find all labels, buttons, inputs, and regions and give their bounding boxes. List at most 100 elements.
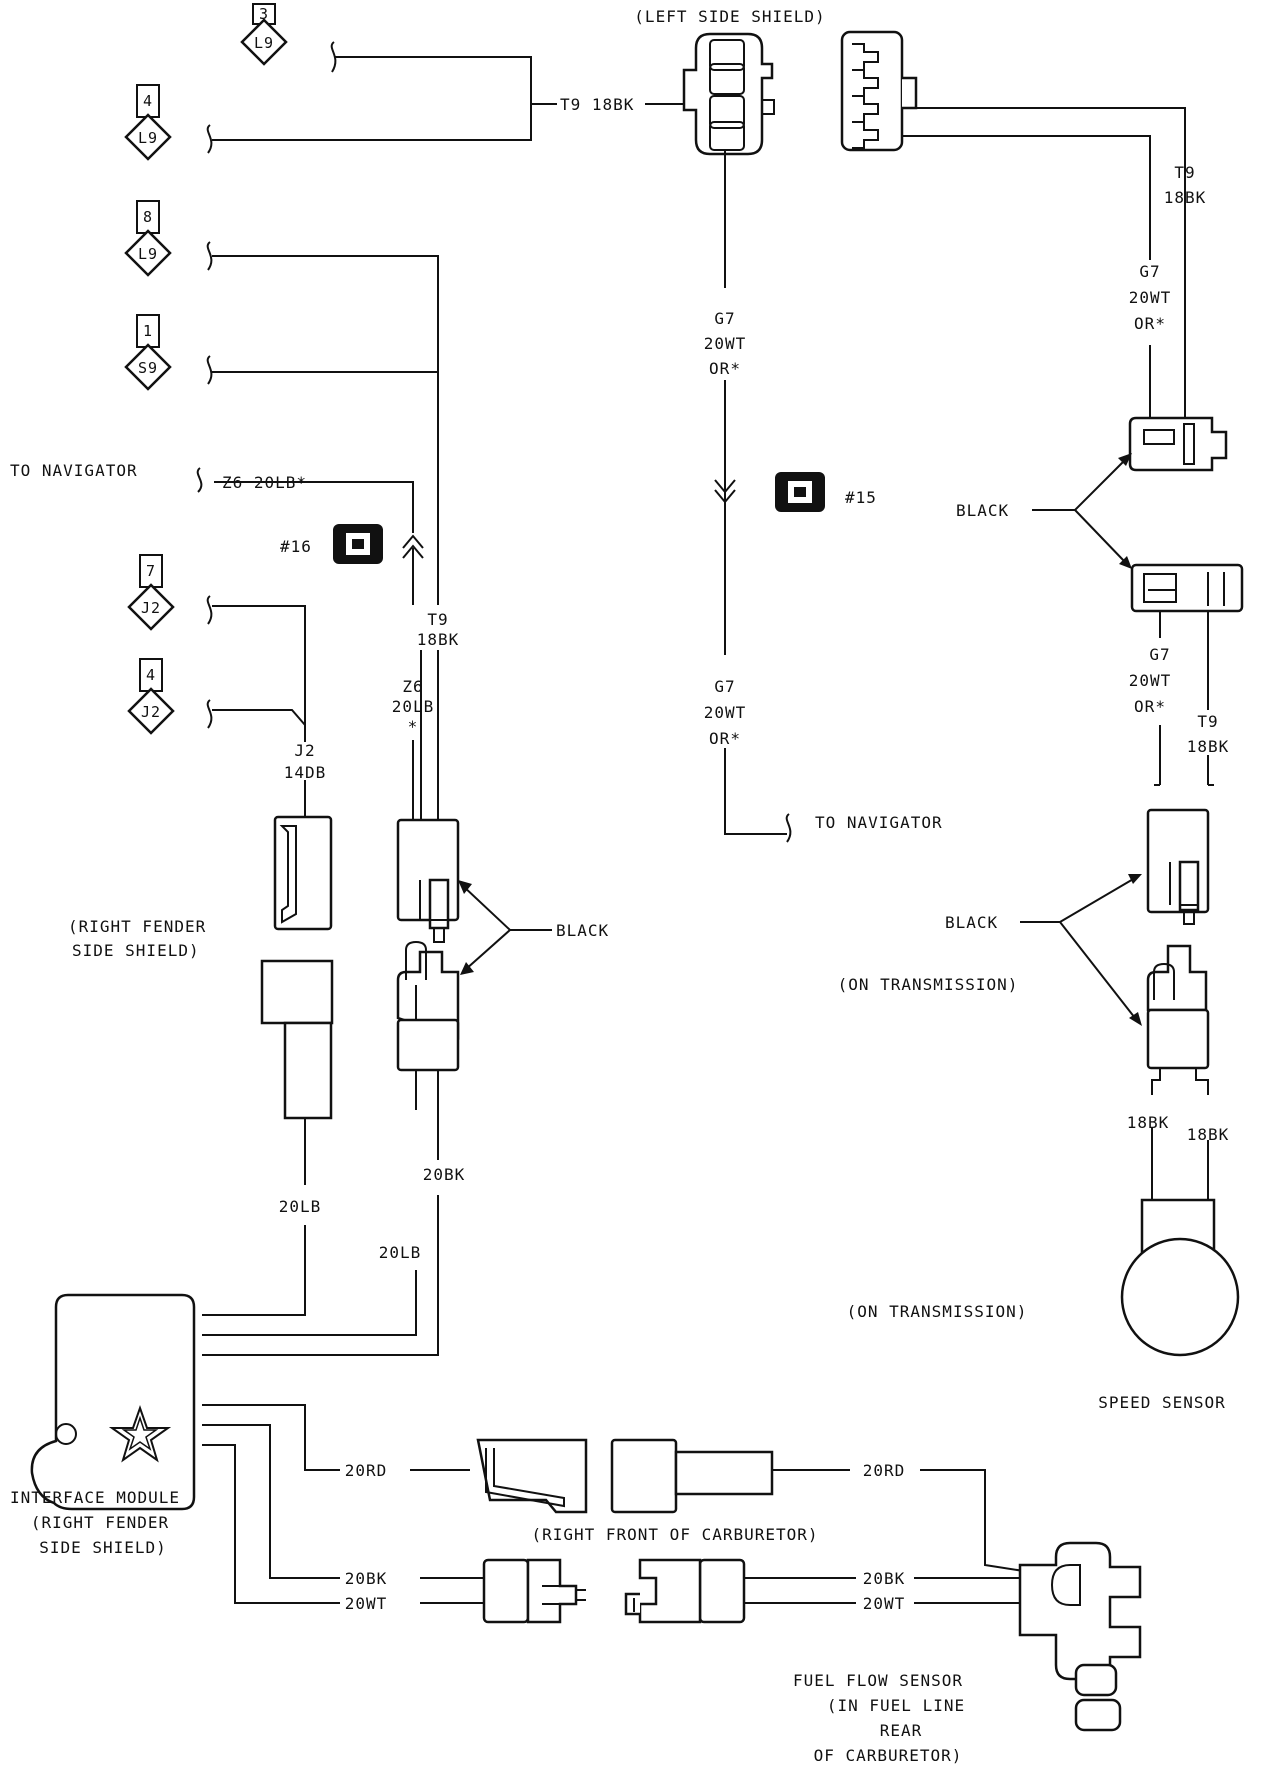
- circuit-ref-3-l9: 3 L9: [240, 3, 288, 66]
- black-connector-left-bottom: [396, 940, 460, 1072]
- ref-number: 4: [146, 666, 156, 684]
- z6-20lb-star-label: Z6 20LB*: [222, 473, 307, 492]
- 18bk-right-b: 18BK: [1187, 737, 1230, 756]
- bk-wt-connector-left: [482, 1558, 586, 1624]
- carb-front-label: (RIGHT FRONT OF CARBURETOR): [531, 1525, 818, 1544]
- black-mid-left-label: BLACK: [556, 921, 609, 940]
- t9-18bk-top-label: T9 18BK: [560, 95, 634, 114]
- center-g7-wire: [714, 150, 787, 835]
- circuit-ref-8-l9: 8 L9: [124, 200, 172, 277]
- 20bk-right-label: 20BK: [863, 1569, 906, 1588]
- black-arrows-right-mid: [1020, 874, 1142, 1026]
- black-mid-right-label: BLACK: [945, 913, 998, 932]
- right-fender-label-2: SIDE SHIELD): [72, 941, 200, 960]
- black-connector-right-lower: [1146, 808, 1210, 925]
- break-marks: [196, 41, 792, 843]
- interface-module-label-3: SIDE SHIELD): [39, 1538, 167, 1557]
- t9-wires-top: [212, 56, 714, 141]
- fuel-flow-sensor: [1018, 1541, 1142, 1732]
- ref-code: J2: [141, 703, 161, 721]
- black-connector-left-top: [396, 818, 460, 943]
- on-transmission-a-label: (ON TRANSMISSION): [838, 975, 1019, 994]
- module-wires-up: [202, 1195, 439, 1356]
- ref-code: L9: [138, 245, 158, 263]
- t9-right-a: T9: [1174, 163, 1195, 182]
- fuel-flow-label-2: (IN FUEL LINE: [827, 1696, 965, 1715]
- right-fender-label-1: (RIGHT FENDER: [68, 917, 206, 936]
- to-navigator-center-label: TO NAVIGATOR: [815, 813, 943, 832]
- connector-16-badge: [333, 524, 383, 564]
- bk-lb-wires-left: [415, 1070, 439, 1160]
- 20lb-b-label: 20LB: [379, 1243, 422, 1262]
- or-center-b: OR*: [709, 729, 741, 748]
- fuel-flow-label-1: FUEL FLOW SENSOR: [793, 1671, 963, 1690]
- ref-number: 1: [143, 322, 153, 340]
- right-top-wires: [902, 107, 1186, 418]
- 14db-label: 14DB: [284, 763, 327, 782]
- pentastar-logo: [108, 1404, 172, 1463]
- bk-wt-wires-right: [744, 1577, 1030, 1604]
- 20wt-right-b: 20WT: [1129, 671, 1172, 690]
- ref-code: L9: [138, 129, 158, 147]
- left-side-shield-label: (LEFT SIDE SHIELD): [634, 7, 825, 26]
- carb-connector-left: [476, 1438, 588, 1514]
- g7-center-b: G7: [714, 677, 735, 696]
- black-connector-right-bottom: [1146, 944, 1210, 1070]
- 18bk-speed-b: 18BK: [1187, 1125, 1230, 1144]
- left-t9-wires: [212, 255, 439, 820]
- 20lb-a-label: 20LB: [279, 1197, 322, 1216]
- 20bk-left-label: 20BK: [345, 1569, 388, 1588]
- module-wires-right: [202, 1404, 484, 1604]
- black-connector-right-top: [1128, 416, 1228, 472]
- j2-wires: [212, 605, 306, 817]
- right-fender-connector-bottom: [260, 959, 334, 1185]
- or-center-a: OR*: [709, 359, 741, 378]
- 18bk-left-label: 18BK: [417, 630, 460, 649]
- ref-number: 4: [143, 92, 153, 110]
- j2-label: J2: [294, 741, 315, 760]
- 20bk-a-label: 20BK: [423, 1165, 466, 1184]
- fuel-flow-label-3: REAR: [880, 1721, 923, 1740]
- left-side-shield-connector-male: [840, 30, 918, 152]
- speed-sensor-label: SPEED SENSOR: [1098, 1393, 1226, 1412]
- 20rd-right-label: 20RD: [863, 1461, 906, 1480]
- black-connector-right-mid: [1130, 563, 1244, 613]
- 20wt-center-a: 20WT: [704, 334, 747, 353]
- circuit-ref-7-j2: 7 J2: [127, 554, 175, 631]
- or-right-a: OR*: [1134, 314, 1166, 333]
- 20wt-left-label: 20WT: [345, 1594, 388, 1613]
- left-side-shield-connector-female: [682, 32, 775, 156]
- circuit-ref-1-s9: 1 S9: [124, 314, 172, 391]
- connector-15-label: #15: [845, 488, 877, 507]
- rd-wire-right: [772, 1469, 1031, 1573]
- right-fender-connector-top: [273, 815, 333, 931]
- or-right-b: OR*: [1134, 697, 1166, 716]
- t9-left-label: T9: [427, 610, 448, 629]
- black-arrows-right-top: [1032, 453, 1132, 569]
- 18bk-speed-a: 18BK: [1127, 1113, 1170, 1132]
- 18bk-right-a: 18BK: [1164, 188, 1207, 207]
- speed-sensor-wires: [1151, 1068, 1209, 1200]
- t9-right-b: T9: [1197, 712, 1218, 731]
- star-left-label: *: [408, 717, 419, 736]
- connector-15-badge: [775, 472, 825, 512]
- bk-wt-connector-right: [624, 1558, 746, 1624]
- g7-right-b: G7: [1149, 645, 1170, 664]
- 20wt-right-label: 20WT: [863, 1594, 906, 1613]
- black-right-top-label: BLACK: [956, 501, 1009, 520]
- z6-left-label: Z6: [402, 677, 423, 696]
- 20rd-left-label: 20RD: [345, 1461, 388, 1480]
- interface-module: [30, 1293, 196, 1511]
- interface-module-label-1: INTERFACE MODULE: [10, 1488, 180, 1507]
- g7-right-a: G7: [1139, 262, 1160, 281]
- ref-number: 7: [146, 562, 156, 580]
- carb-connector-right: [610, 1438, 774, 1514]
- g7-center-a: G7: [714, 309, 735, 328]
- speed-sensor: [1120, 1198, 1240, 1357]
- circuit-ref-4-j2: 4 J2: [127, 658, 175, 735]
- connector-16-label: #16: [280, 537, 312, 556]
- 20wt-center-b: 20WT: [704, 703, 747, 722]
- ref-number: 3: [259, 5, 269, 23]
- right-mid-wires: [1154, 611, 1214, 786]
